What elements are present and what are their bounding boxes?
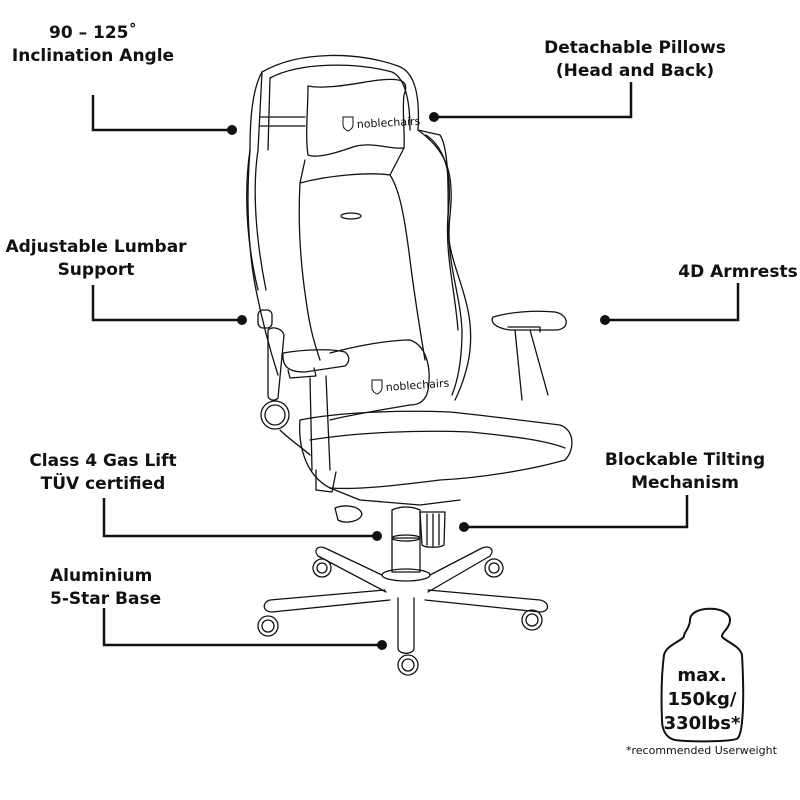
inclination-title: Inclination Angle: [11, 46, 175, 66]
inclination-leader-line: [91, 95, 232, 132]
tilting-dot-icon: [459, 522, 469, 532]
shield-logo-icon: [371, 379, 383, 395]
max-weight-label: max. 150kg/ 330lbs*: [660, 664, 744, 736]
lumbar-leader-line: [91, 285, 242, 322]
max-weight-kg: 150kg/: [667, 689, 737, 710]
tilting-label: Blockable Tilting Mechanism: [600, 449, 770, 495]
weight-icon: [660, 607, 745, 743]
tilting-subtitle: Mechanism: [631, 473, 739, 493]
inclination-value: 90 – 125˚: [49, 23, 137, 43]
lumbar-brand-text: noblechairs: [385, 377, 450, 394]
base-dot-icon: [377, 640, 387, 650]
base-title: Aluminium: [50, 566, 153, 586]
pillows-subtitle: (Head and Back): [555, 61, 715, 81]
lumbar-subtitle: Support: [57, 260, 135, 280]
armrests-label: 4D Armrests: [678, 261, 798, 284]
max-weight-prefix: max.: [677, 665, 727, 686]
lumbar-dot-icon: [237, 315, 247, 325]
weight-footnote: *recommended Userweight: [626, 744, 777, 757]
tilting-title: Blockable Tilting: [604, 450, 766, 470]
gaslift-label: Class 4 Gas Lift TÜV certified: [28, 450, 178, 496]
inclination-dot-icon: [227, 125, 237, 135]
gaslift-leader-line: [102, 498, 377, 538]
base-leader-line: [102, 608, 382, 647]
inclination-label: 90 – 125˚ Inclination Angle: [10, 22, 176, 68]
lumbar-title: Adjustable Lumbar: [5, 237, 187, 257]
callout-lines: [91, 82, 740, 647]
max-weight-lbs: 330lbs*: [663, 713, 741, 734]
chair-illustration: [246, 54, 573, 676]
callout-dots: [227, 112, 610, 650]
armrests-dot-icon: [600, 315, 610, 325]
pillows-title: Detachable Pillows: [544, 38, 726, 58]
headrest-brand-text: noblechairs: [356, 115, 420, 131]
pillows-leader-line: [434, 82, 633, 119]
base-label: Aluminium 5-Star Base: [50, 565, 162, 611]
pillows-dot-icon: [429, 112, 439, 122]
base-subtitle: 5-Star Base: [50, 589, 162, 609]
brand-logos: noblechairs noblechairs: [342, 115, 450, 395]
gaslift-title: Class 4 Gas Lift: [29, 451, 177, 471]
shield-logo-icon: [342, 116, 354, 132]
gaslift-dot-icon: [372, 531, 382, 541]
pillows-label: Detachable Pillows (Head and Back): [535, 37, 735, 83]
armrests-title: 4D Armrests: [678, 262, 798, 282]
tilting-leader-line: [464, 495, 689, 529]
lumbar-label: Adjustable Lumbar Support: [2, 236, 190, 282]
gaslift-subtitle: TÜV certified: [40, 474, 166, 494]
armrests-leader-line: [605, 283, 740, 322]
